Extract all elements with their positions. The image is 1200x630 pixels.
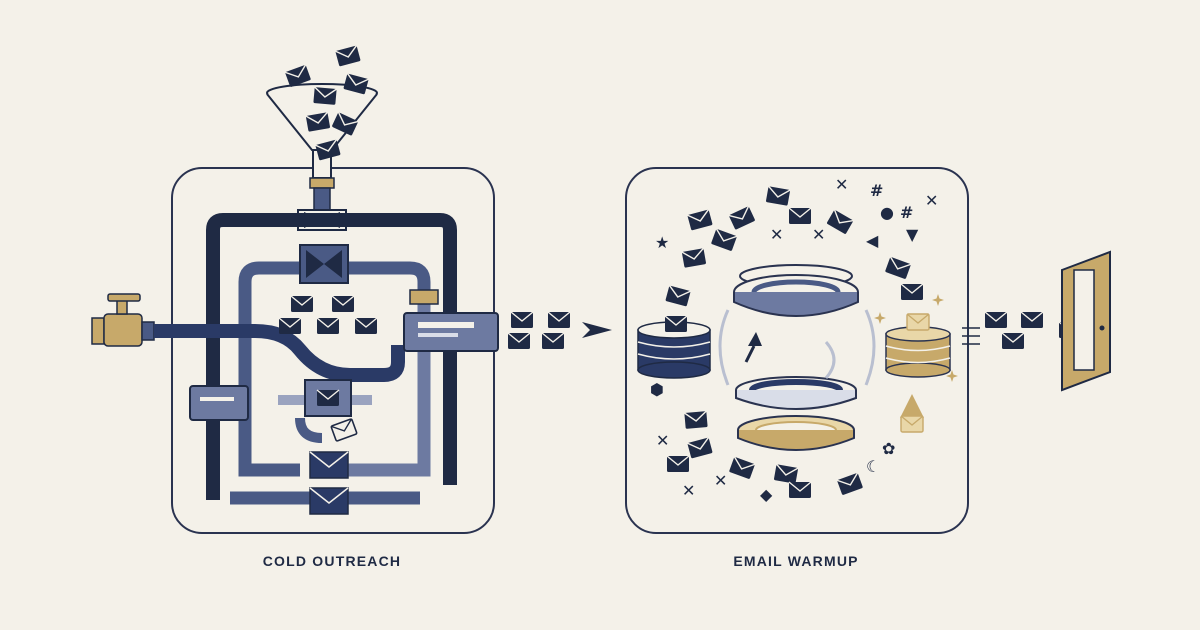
svg-text:☾: ☾ bbox=[866, 457, 880, 476]
email-warmup-panel: ✕ # # ✕ ✕ ✕ ★ ⬢ ✕ ✕ ✕ ◆ ☾ ✿ ➤ ▼ ◀ ● bbox=[625, 167, 969, 534]
svg-text:✿: ✿ bbox=[882, 439, 895, 458]
disc-stack-icon bbox=[637, 315, 711, 379]
cold-outreach-label: COLD OUTREACH bbox=[262, 553, 402, 569]
envelope-flow-right bbox=[962, 311, 1082, 350]
pipe-outer-loop bbox=[206, 213, 457, 500]
svg-text:✕: ✕ bbox=[812, 225, 825, 244]
svg-text:✕: ✕ bbox=[835, 175, 848, 194]
faucet-icon bbox=[91, 293, 155, 347]
envelope-grid bbox=[278, 295, 378, 335]
door-icon bbox=[1061, 250, 1111, 392]
filter-box bbox=[189, 385, 249, 421]
email-warmup-label: EMAIL WARMUP bbox=[733, 553, 859, 569]
arrow-icon bbox=[748, 332, 762, 346]
disc-stack-icon bbox=[885, 313, 951, 378]
svg-text:✕: ✕ bbox=[656, 431, 669, 450]
svg-text:✕: ✕ bbox=[770, 225, 783, 244]
envelope-flow-middle bbox=[507, 311, 612, 350]
svg-text:✕: ✕ bbox=[682, 481, 695, 500]
cycle-arrows bbox=[718, 309, 876, 386]
svg-text:#: # bbox=[870, 181, 883, 200]
svg-text:⬢: ⬢ bbox=[650, 380, 664, 399]
svg-text:#: # bbox=[900, 203, 913, 222]
envelope-icon bbox=[309, 487, 349, 515]
svg-text:●: ● bbox=[880, 203, 894, 222]
svg-text:▼: ▼ bbox=[906, 225, 919, 244]
cold-outreach-panel bbox=[91, 44, 499, 534]
disc-stack-icon bbox=[737, 415, 855, 451]
svg-text:✕: ✕ bbox=[714, 471, 727, 490]
panel-frame-right bbox=[625, 167, 969, 534]
svg-text:◀: ◀ bbox=[866, 231, 879, 250]
disc-stack-icon bbox=[733, 264, 859, 317]
disc-stack-icon bbox=[735, 376, 857, 410]
svg-text:✕: ✕ bbox=[925, 191, 938, 210]
svg-text:◆: ◆ bbox=[760, 485, 773, 504]
envelope-icon bbox=[309, 451, 349, 479]
arrow-icon bbox=[582, 322, 612, 338]
pipe-inlet bbox=[154, 324, 405, 382]
valve-icon bbox=[299, 244, 349, 284]
valve-icon bbox=[304, 379, 352, 417]
svg-text:★: ★ bbox=[655, 233, 669, 252]
arrow-icon bbox=[900, 394, 924, 433]
